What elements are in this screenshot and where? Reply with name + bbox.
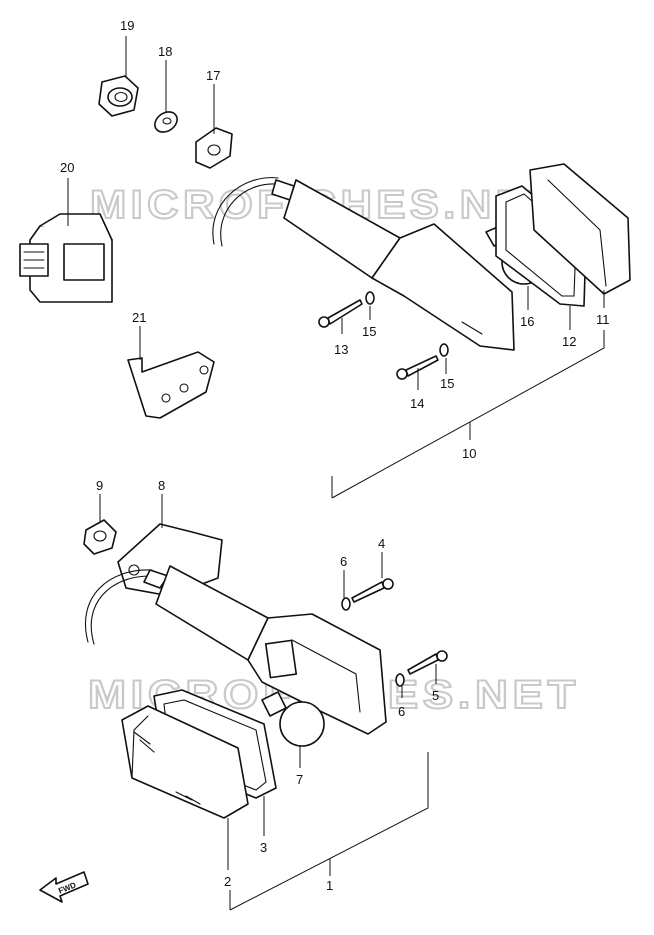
callout-20: 20	[60, 160, 74, 175]
part-20-relay	[19, 213, 113, 303]
leader-lines	[67, 36, 605, 911]
part-21-bracket	[127, 351, 215, 419]
part-9-nut	[83, 519, 117, 555]
callout-6-lower: 6	[398, 704, 405, 719]
callout-12: 12	[562, 334, 576, 349]
callout-2: 2	[224, 874, 231, 889]
part-6-washer-upper	[341, 597, 351, 611]
callout-18: 18	[158, 44, 172, 59]
part-19-nut	[98, 75, 139, 117]
callout-6-upper: 6	[340, 554, 347, 569]
callout-8: 8	[158, 478, 165, 493]
part-7-bulb	[261, 691, 325, 747]
callout-5: 5	[432, 688, 439, 703]
callout-4: 4	[378, 536, 385, 551]
callout-3: 3	[260, 840, 267, 855]
part-15-washer-lower	[439, 343, 449, 357]
part-17-grommet	[195, 127, 233, 169]
part-18-washer	[154, 111, 178, 133]
part-8-mount-bracket	[117, 523, 223, 597]
callout-19: 19	[120, 18, 134, 33]
callout-11: 11	[596, 312, 610, 327]
callout-1: 1	[326, 878, 333, 893]
lower-lamp-housing	[84, 565, 387, 735]
part-11-lens	[529, 163, 631, 295]
part-2-lens	[121, 705, 249, 819]
callout-7: 7	[296, 772, 303, 787]
part-12-gasket	[495, 185, 587, 307]
part-14-screw	[396, 355, 439, 380]
upper-lamp-housing	[212, 177, 515, 351]
callout-labels: 19 18 17 20 21 13 15 14 15 16 12 11 10 9…	[60, 18, 610, 893]
callout-9: 9	[96, 478, 103, 493]
fwd-arrow-icon: FWD	[39, 871, 89, 903]
callout-10: 10	[462, 446, 476, 461]
callout-21: 21	[132, 310, 146, 325]
callout-17: 17	[206, 68, 220, 83]
part-15-washer-upper	[365, 291, 375, 305]
part-13-screw	[318, 299, 363, 328]
part-5-screw	[407, 650, 448, 675]
callout-15-upper: 15	[362, 324, 376, 339]
part-6-washer-lower	[395, 673, 405, 687]
callout-13: 13	[334, 342, 348, 357]
callout-15-lower: 15	[440, 376, 454, 391]
part-4-screw	[351, 578, 394, 603]
callout-14: 14	[410, 396, 424, 411]
callout-16: 16	[520, 314, 534, 329]
